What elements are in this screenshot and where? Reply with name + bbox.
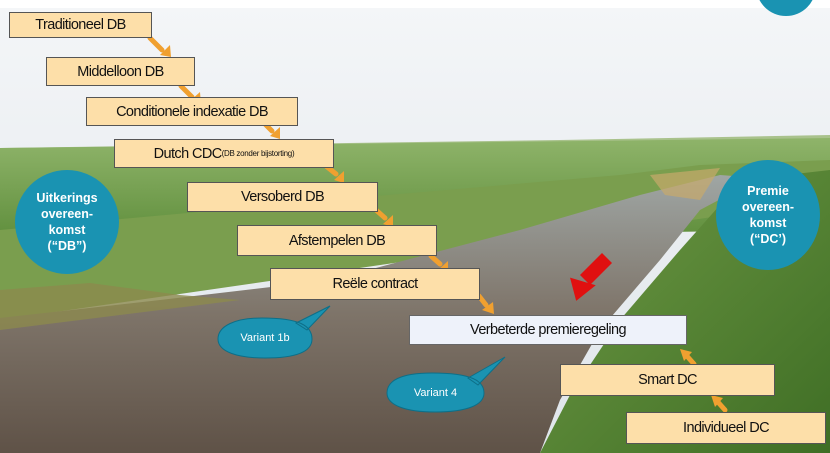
connector-arrow — [178, 83, 195, 100]
connector-arrow — [147, 35, 165, 53]
connector-arrow-head — [270, 127, 280, 139]
step-reele-contract: Reële contract — [270, 268, 480, 300]
step-conditionele-indexatie-db: Conditionele indexatie DB — [86, 97, 298, 126]
step-traditioneel-db: Traditioneel DB — [9, 12, 152, 38]
callout-bubble-variant-4 — [386, 356, 506, 413]
connector-arrow-head — [383, 215, 393, 227]
step-middelloon-db: Middelloon DB — [46, 57, 195, 86]
circle-uitkeringsovereenkomst-db: Uitkerings overeen- komst (“DB”) — [15, 170, 119, 274]
step-dutch-cdc: Dutch CDC(DB zonder bijstorting) — [114, 139, 334, 168]
callout-variant-4: Variant 4 — [413, 386, 458, 399]
connector-arrow — [476, 293, 489, 308]
connector-arrow-head — [160, 45, 171, 57]
step-afstempelen-db: Afstempelen DB — [237, 225, 437, 256]
callout-bubble-variant-1b — [217, 305, 331, 359]
connector-arrow — [428, 253, 443, 267]
red-pointer-arrow — [570, 253, 612, 301]
connector-arrow-head — [711, 395, 723, 407]
callout-variant-1b: Variant 1b — [240, 332, 290, 344]
step-versoberd-db: Versoberd DB — [187, 182, 378, 212]
step-individueel-dc: Individueel DC — [626, 412, 826, 444]
connector-arrow-head — [680, 349, 692, 361]
connector-arrow-head — [482, 302, 494, 314]
step-smart-dc: Smart DC — [560, 364, 775, 396]
circle-premieovereenkomst-dc: Premie overeen- komst (“DC’) — [716, 160, 820, 270]
step-verbeterde-premieregeling: Verbeterde premieregeling — [409, 315, 687, 345]
connector-arrow-head — [334, 171, 344, 183]
